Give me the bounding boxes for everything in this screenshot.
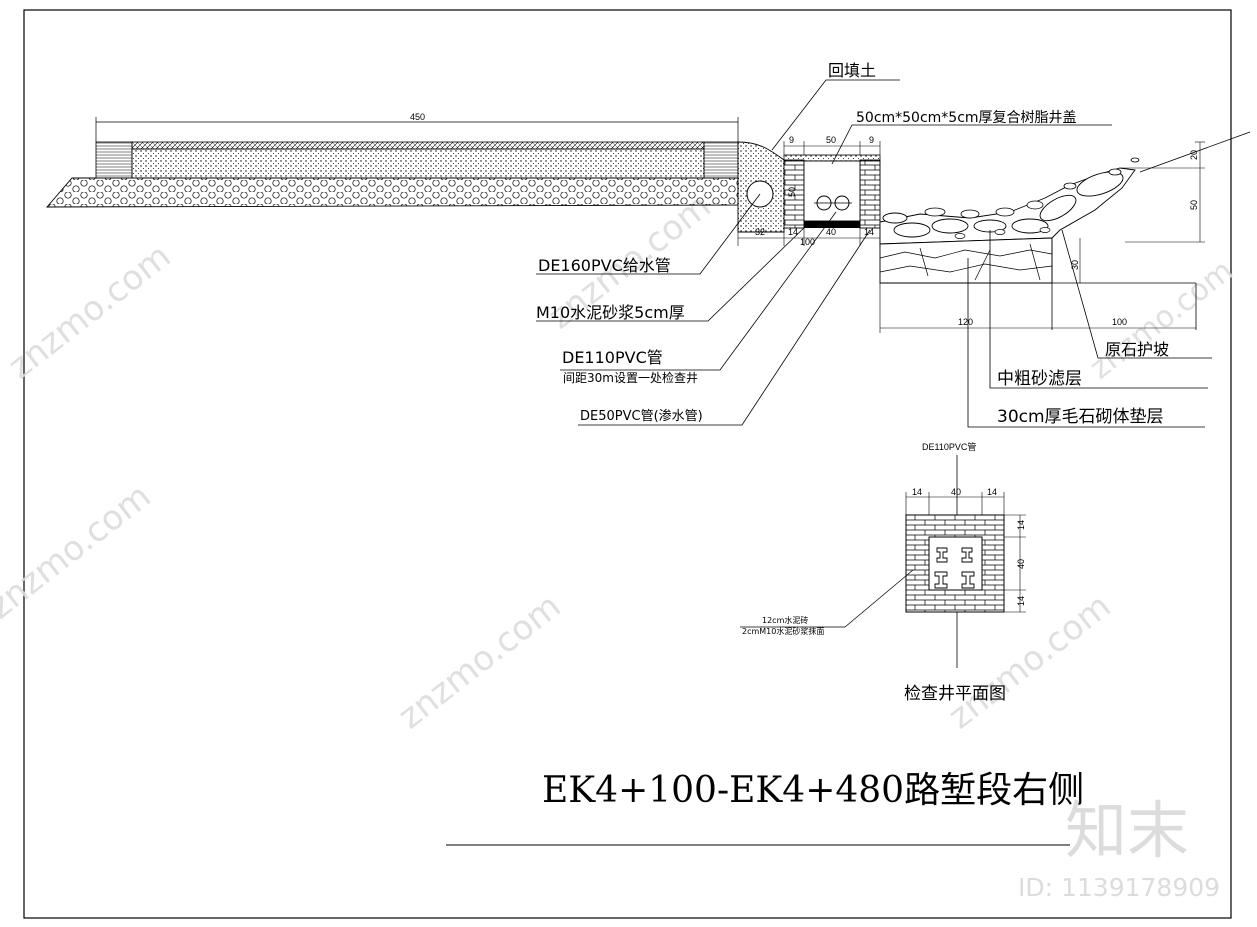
well-wall-right xyxy=(859,159,881,229)
plan-dim-40: 40 xyxy=(951,487,961,497)
dim-text-r120: 120 xyxy=(958,317,973,327)
plan-pipe-label: DE110PVC管 xyxy=(922,441,976,452)
pavement-base-layer xyxy=(131,148,705,179)
dim-text-r20: 20 xyxy=(1189,150,1199,160)
plan-dim-s40: 40 xyxy=(1016,559,1026,569)
dim-text-50: 50 xyxy=(826,135,836,145)
label-well-cover: 50cm*50cm*5cm厚复合树脂井盖 xyxy=(856,109,1077,126)
dim-text-100: 100 xyxy=(800,237,815,247)
rubble-joints xyxy=(879,243,1053,281)
plan-dim-s14a: 14 xyxy=(1016,520,1026,530)
well-cover xyxy=(783,154,881,162)
dim-text-40: 40 xyxy=(826,227,836,237)
watermark-logo: 知末 xyxy=(1065,794,1189,867)
dim-text-9b: 9 xyxy=(869,135,874,145)
drawing-frame xyxy=(23,9,1232,919)
label-backfill: 回填土 xyxy=(828,61,876,80)
well-plan-view: DE110PVC管 14 40 14 14 40 14 12cm水泥砖 2cmM… xyxy=(740,441,1026,704)
dim-text-r100: 100 xyxy=(1112,317,1127,327)
plan-note-plaster: 2cmM10水泥砂浆抹面 xyxy=(742,626,824,636)
label-de110-note: 间距30m设置一处检查井 xyxy=(563,370,698,385)
plan-dim-14b: 14 xyxy=(987,487,997,497)
plan-dim-14a: 14 xyxy=(912,487,922,497)
well-chamber xyxy=(803,160,861,222)
label-rubble-cushion: 30cm厚毛石砌体垫层 xyxy=(997,407,1164,427)
rubble-cushion xyxy=(879,237,1053,284)
curb-right xyxy=(703,141,739,179)
dim-text-r30: 30 xyxy=(1070,260,1080,270)
subgrade-layer xyxy=(46,177,739,208)
label-riprap: 原石护坡 xyxy=(1105,340,1169,359)
watermark-site-3: znzmo.com xyxy=(391,586,569,737)
dim-text-r50: 50 xyxy=(1189,200,1199,210)
curb-left xyxy=(95,141,133,179)
plan-dim-s14b: 14 xyxy=(1016,596,1026,606)
drawing-title: EK4+100-EK4+480路堑段右侧 xyxy=(542,770,1084,811)
label-de160: DE160PVC给水管 xyxy=(538,256,671,275)
dim-text-9a: 9 xyxy=(789,135,794,145)
dim-text-32: 32 xyxy=(755,227,765,237)
riprap-slope xyxy=(879,157,1140,245)
pavement-top-layer xyxy=(131,141,705,150)
mortar-base xyxy=(804,221,860,228)
right-dims: 20 50 30 120 100 xyxy=(879,141,1205,333)
dim-text-14a: 14 xyxy=(788,227,798,237)
plan-note-brick: 12cm水泥砖 xyxy=(762,615,808,625)
dim-text-450: 450 xyxy=(410,112,425,122)
watermark-site-6: znzmo.com xyxy=(1083,253,1239,386)
label-de50: DE50PVC管(渗水管) xyxy=(580,409,703,424)
plan-caption: 检查井平面图 xyxy=(904,684,1006,704)
watermark-id: ID: 1139178909 xyxy=(1018,873,1220,902)
watermark-site-1: znzmo.com xyxy=(1,236,179,387)
label-m10-mortar: M10水泥砂浆5cm厚 xyxy=(536,303,685,322)
dim-text-h50: 50 xyxy=(787,187,797,197)
leader-lines xyxy=(536,79,1251,428)
label-sand-filter: 中粗砂滤层 xyxy=(997,369,1082,389)
label-de110: DE110PVC管 xyxy=(562,348,663,367)
dim-450: 450 xyxy=(95,112,739,142)
